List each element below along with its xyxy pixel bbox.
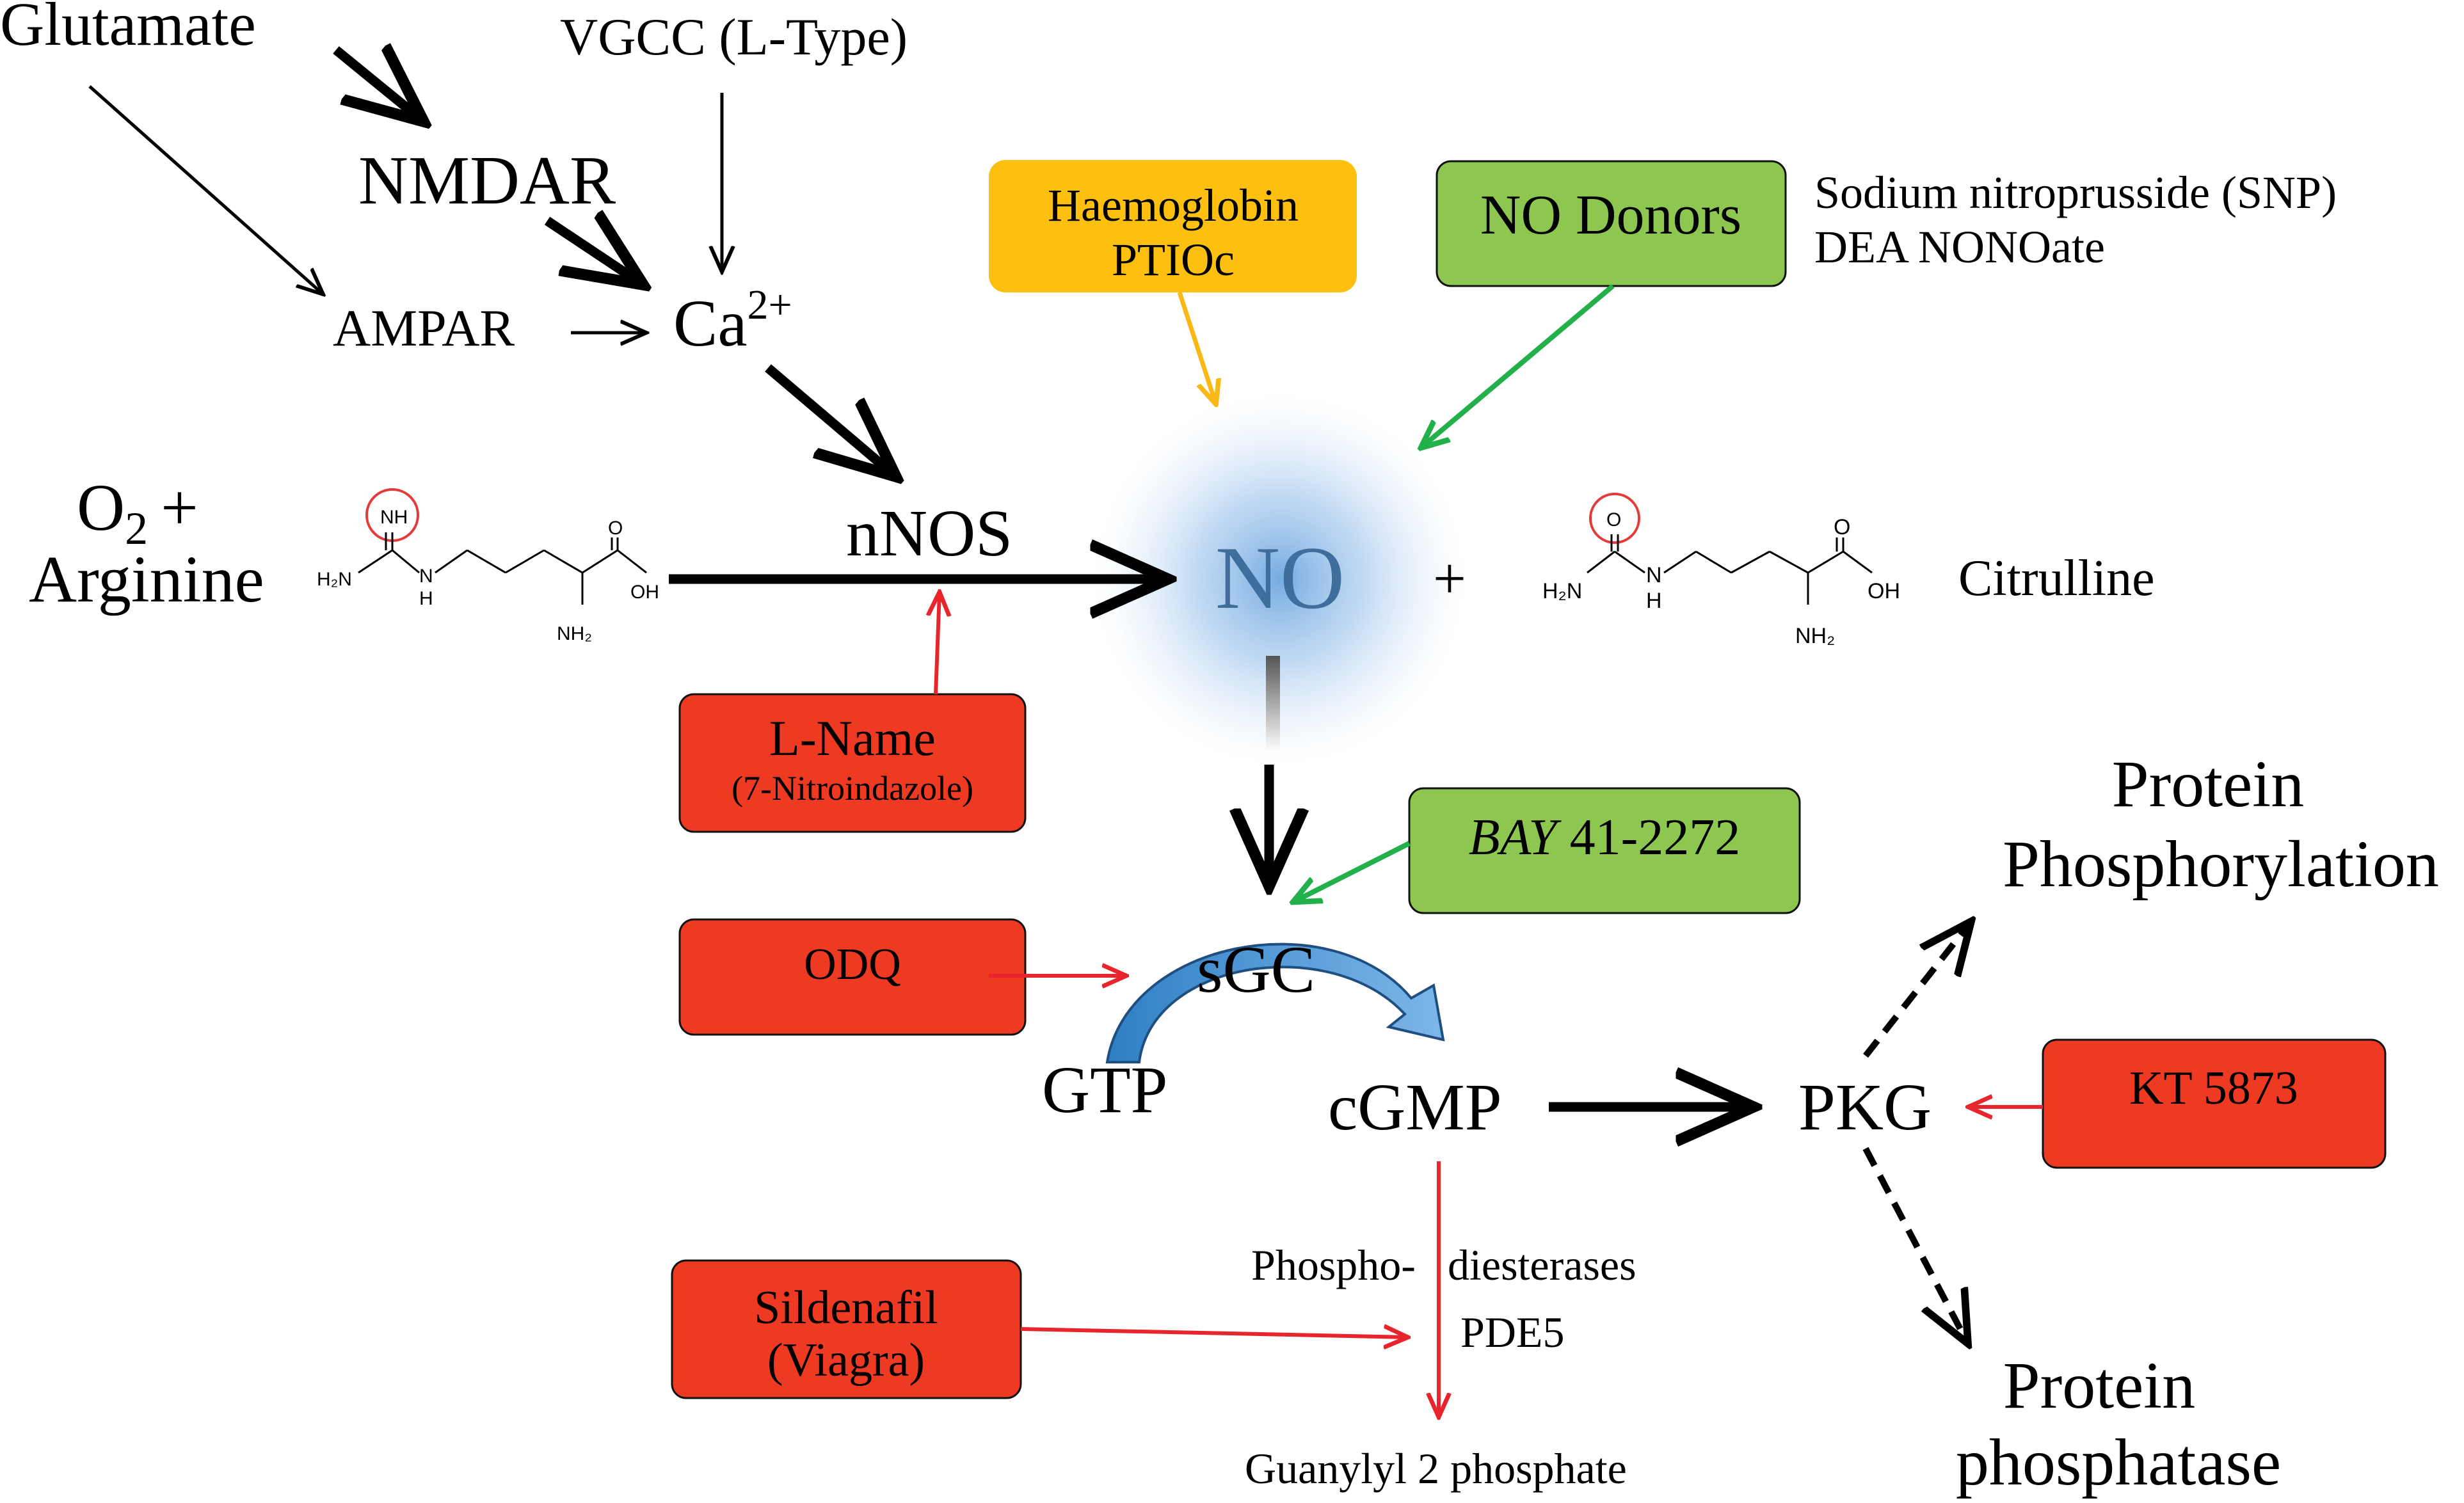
- citrulline-h2n: H₂N: [1542, 579, 1582, 603]
- lname-box: [678, 693, 1027, 833]
- citrulline-nh2: NH₂: [1795, 624, 1835, 648]
- nmdar-label: NMDAR: [358, 143, 616, 219]
- arrow-sildenafil-pde5: [1020, 1329, 1408, 1337]
- protein-phosphorylation-line2: Phosphorylation: [2003, 827, 2439, 901]
- citrulline-structure: [1587, 493, 1873, 605]
- arginine-nh2: NH₂: [557, 623, 592, 644]
- arrow-glutamate-ampar: [88, 85, 323, 294]
- phospho-label: Phospho-: [1251, 1241, 1416, 1289]
- arginine-h2n: H₂N: [317, 569, 352, 590]
- no-glow: [1088, 387, 1472, 771]
- dea-nonoate-label: DEA NONOate: [1814, 221, 2105, 273]
- calcium-label: Ca2+: [673, 282, 792, 360]
- citrulline-o-top: O: [1606, 509, 1621, 530]
- no-label: NO: [1215, 529, 1345, 628]
- arrow-haemoglobin-no: [1177, 291, 1216, 404]
- arginine-structure: [358, 488, 647, 605]
- nitroindazole-label: (7-Nitroindazole): [732, 769, 973, 807]
- sildenafil-label: Sildenafil: [754, 1282, 938, 1334]
- arrow-lname-nnos: [936, 592, 940, 695]
- protein-phosphatase-line2: phosphatase: [1956, 1426, 2281, 1499]
- diesterases-label: diesterases: [1448, 1241, 1636, 1289]
- ampar-label: AMPAR: [333, 299, 515, 357]
- kt5873-label: KT 5873: [2129, 1062, 2298, 1115]
- arginine-nh: NH: [380, 507, 408, 528]
- o2-plus-label: O2+: [77, 471, 198, 554]
- viagra-label: (Viagra): [767, 1334, 925, 1387]
- arrow-pkg-phosphatase: [1862, 1147, 1968, 1344]
- gtp-label: GTP: [1042, 1053, 1167, 1127]
- citrulline-n: N: [1646, 563, 1662, 587]
- bay-label: BAY 41-2272: [1469, 809, 1740, 866]
- nnos-label: nNOS: [846, 497, 1012, 570]
- kt5873-box: [2042, 1038, 2387, 1169]
- arginine-label: Arginine: [29, 543, 264, 616]
- arrow-glutamate-nmdar: [333, 50, 424, 122]
- no-stem: [1266, 656, 1280, 752]
- snp-label: Sodium nitroprusside (SNP): [1814, 167, 2337, 218]
- arrow-nmdar-ca: [544, 221, 643, 285]
- protein-phosphorylation-line1: Protein: [2112, 747, 2304, 821]
- citrulline-label: Citrulline: [1958, 550, 2155, 607]
- haemoglobin-box: [989, 160, 1357, 292]
- pde5-label: PDE5: [1460, 1308, 1564, 1356]
- cgmp-label: cGMP: [1328, 1070, 1502, 1144]
- arginine-o: O: [608, 518, 623, 539]
- sgc-label: sGC: [1197, 933, 1315, 1006]
- protein-phosphatase-line1: Protein: [2003, 1349, 2195, 1422]
- arrow-nodonors-no: [1421, 283, 1615, 448]
- citrulline-o-circle: [1589, 493, 1640, 544]
- vgcc-label: VGCC (L-Type): [560, 8, 908, 66]
- citrulline-h: H: [1646, 589, 1662, 613]
- plus-sign: +: [1433, 546, 1466, 611]
- no-donors-label: NO Donors: [1480, 184, 1741, 246]
- arginine-h: H: [419, 588, 433, 609]
- haemoglobin-label: Haemoglobin: [1048, 180, 1299, 231]
- citrulline-o: O: [1834, 515, 1850, 539]
- arrow-pkg-phosphorylation: [1863, 921, 1971, 1058]
- lname-label: L-Name: [769, 710, 936, 766]
- pkg-label: PKG: [1798, 1070, 1932, 1144]
- glutamate-label: Glutamate: [0, 0, 256, 58]
- odq-label: ODQ: [804, 940, 901, 989]
- arrow-ca-nnos: [765, 364, 896, 477]
- sgc-arc: [1105, 942, 1445, 1063]
- guanylyl-label: Guanylyl 2 phosphate: [1245, 1444, 1627, 1493]
- arginine-oh: OH: [630, 582, 659, 603]
- citrulline-oh: OH: [1868, 579, 1900, 603]
- ptioc-label: PTIOc: [1112, 234, 1235, 285]
- arginine-n: N: [419, 566, 433, 587]
- bay-box: [1408, 787, 1801, 914]
- arrow-bay-sgc: [1293, 841, 1411, 902]
